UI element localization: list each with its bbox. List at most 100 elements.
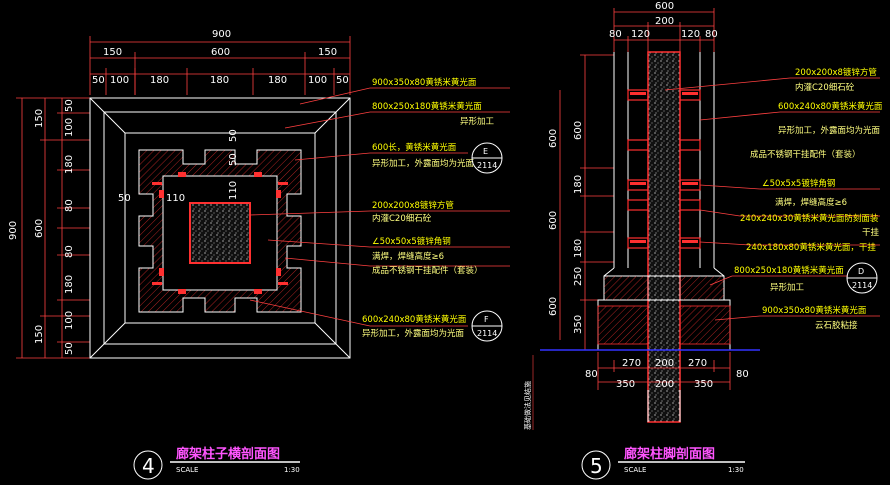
view5-callout-4: 异形加工，外露面均为光面 [778, 125, 881, 136]
view5-dim-bot-r1-2: 270 [622, 358, 641, 369]
view5-callout-6: ∠50x5x5镀锌角钢 [762, 178, 835, 189]
view5-dim-bot-r1-1: 80 [585, 369, 598, 380]
view4-inner-dim-3: 50 [228, 129, 239, 142]
view5-dim-top-total: 600 [655, 1, 674, 12]
view5-leaders [664, 77, 880, 321]
view5-callout-12: 异形加工 [770, 282, 805, 293]
tag-d-letter: D [858, 267, 864, 276]
view4-inner-dim-2: 110 [166, 193, 185, 204]
tag-e-sheet: 2114 [477, 161, 497, 170]
view5-title-block: 5 廊架柱脚剖面图 SCALE 1:30 [581, 446, 745, 480]
view4-dim-left-mid-3: 150 [34, 325, 45, 344]
view5-dim-top-r3-3: 120 [681, 29, 700, 40]
view5-dim-left-4: 180 [573, 239, 584, 258]
view4-tag-f: F 2114 [471, 310, 503, 342]
view4-dim-total-top: 900 [212, 29, 231, 40]
view-5-footing-section: 600 200 80 120 120 80 600 180 600 180 25… [523, 1, 883, 480]
view4-title: 廊架柱子横剖面图 [176, 446, 280, 462]
view5-steel-core [647, 51, 681, 423]
view4-dim-top-r3-3: 180 [150, 75, 169, 86]
view5-callout-7: 满焊，焊缝高度≥6 [775, 197, 847, 208]
view5-bottom-dimensions [597, 352, 731, 390]
view5-dim-left-1: 600 [573, 121, 584, 140]
view5-stone-blocks [627, 89, 701, 249]
view4-inner-dim-1: 50 [118, 193, 131, 204]
view4-scale-label: SCALE [176, 466, 198, 474]
view4-inner-dim-4: 110 [228, 181, 239, 200]
view4-dim-left-inner-8: 50 [64, 342, 75, 355]
view4-dim-left-mid-2: 600 [34, 219, 45, 238]
view5-dim-bot-r2-3: 350 [694, 379, 713, 390]
view5-base-hatch [597, 275, 731, 345]
view4-steel-tube [189, 202, 251, 264]
view5-ground-label: 基础做法见结施 [523, 381, 532, 430]
view5-dim-top-mid: 200 [655, 16, 674, 27]
view5-dim-left-7: 350 [573, 315, 584, 334]
view4-callout-4: 600长，黄锈米黄光面 [372, 142, 457, 153]
view4-callout-1: 900x350x80黄锈米黄光面 [372, 77, 477, 88]
view5-dim-left-extra: 600 [548, 129, 559, 148]
view4-dim-left-inner-5: 80 [64, 245, 75, 258]
view4-dim-top-r3-4: 180 [210, 75, 229, 86]
view5-shaft-below [647, 390, 681, 422]
tag-e-letter: E [483, 147, 488, 156]
view5-scale-label: SCALE [624, 466, 646, 474]
view5-dim-top-r3-4: 80 [705, 29, 718, 40]
view4-callout-11: 600x240x80黄锈米黄光面 [362, 314, 467, 325]
view5-callout-2: 内灌C20细石砼 [795, 82, 855, 93]
view5-dim-left-2: 180 [573, 175, 584, 194]
view4-dim-left-inner-2: 100 [64, 118, 75, 137]
view4-left-dimensions [16, 97, 90, 359]
tag-f-sheet: 2114 [477, 329, 497, 338]
view4-callout-5: 异形加工，外露面均为光面 [372, 158, 475, 169]
view4-dim-top-a: 150 [103, 47, 122, 58]
view5-dim-top-r3-2: 120 [631, 29, 650, 40]
view4-dim-top-b: 600 [211, 47, 230, 58]
view4-callout-3: 异形加工 [460, 116, 495, 127]
view5-dim-bot-r1-4: 270 [688, 358, 707, 369]
view5-column-shaft [613, 52, 715, 268]
view5-dim-left-6: 600 [548, 297, 559, 316]
view5-callout-8: 240x240x30黄锈米黄光面防刻面装 [740, 213, 879, 224]
view5-callout-1: 200x200x8镀锌方管 [795, 67, 877, 78]
view5-dim-bot-r2-2: 200 [655, 379, 674, 390]
view5-clip-markers [630, 92, 698, 243]
view4-callout-12: 异形加工，外露面均为光面 [362, 328, 465, 339]
view4-dim-left-inner-4: 80 [64, 199, 75, 212]
view5-dim-bot-r1-3: 200 [655, 358, 674, 369]
view5-callout-13: 900x350x80黄锈米黄光面 [762, 305, 867, 316]
view4-dim-left-total: 900 [8, 221, 19, 240]
view5-callout-9: 干挂 [862, 227, 880, 238]
view4-title-block: 4 廊架柱子横剖面图 SCALE 1:30 [133, 446, 300, 480]
view4-dim-top-r3-7: 50 [336, 75, 349, 86]
view4-callout-9: 满焊，焊缝高度≥6 [372, 251, 444, 262]
view5-callout-10: 240x180x80黄锈米黄光面，干挂 [746, 242, 876, 253]
view5-dim-left-3: 600 [548, 211, 559, 230]
view4-dim-left-inner-6: 180 [64, 275, 75, 294]
view4-top-dimensions [89, 36, 351, 95]
view5-callout-14: 云石胶粘接 [815, 320, 858, 331]
view4-dim-top-r3-5: 180 [268, 75, 287, 86]
tag-f-letter: F [484, 315, 489, 324]
tag-d-sheet: 2114 [852, 281, 872, 290]
view4-dim-left-inner-3: 180 [64, 155, 75, 174]
view4-dim-left-mid-1: 150 [34, 109, 45, 128]
view4-plinth [89, 97, 351, 359]
view4-dim-top-r3-2: 100 [110, 75, 129, 86]
view4-callout-8: ∠50x50x5镀锌角钢 [372, 236, 451, 247]
view4-callout-2: 800x250x180黄锈米黄光面 [372, 101, 482, 112]
view5-title: 廊架柱脚剖面图 [624, 446, 715, 462]
view5-dim-left-5: 250 [573, 267, 584, 286]
view4-scale-value: 1:30 [284, 466, 300, 474]
view5-dim-top-r3-1: 80 [609, 29, 622, 40]
view4-clip-markers [152, 172, 288, 294]
view5-tag-d: D 2114 [846, 262, 878, 294]
view4-dim-top-r3-6: 100 [308, 75, 327, 86]
view5-scale-value: 1:30 [728, 466, 744, 474]
view5-callout-11: 800x250x180黄锈米黄光面 [734, 265, 844, 276]
view4-callout-6: 200x200x8镀锌方管 [372, 200, 454, 211]
view4-tag-e: E 2114 [471, 142, 503, 174]
view5-dim-bot-r2-1: 350 [616, 379, 635, 390]
view5-callout-5: 成品不锈钢干挂配件（套装） [750, 149, 861, 160]
